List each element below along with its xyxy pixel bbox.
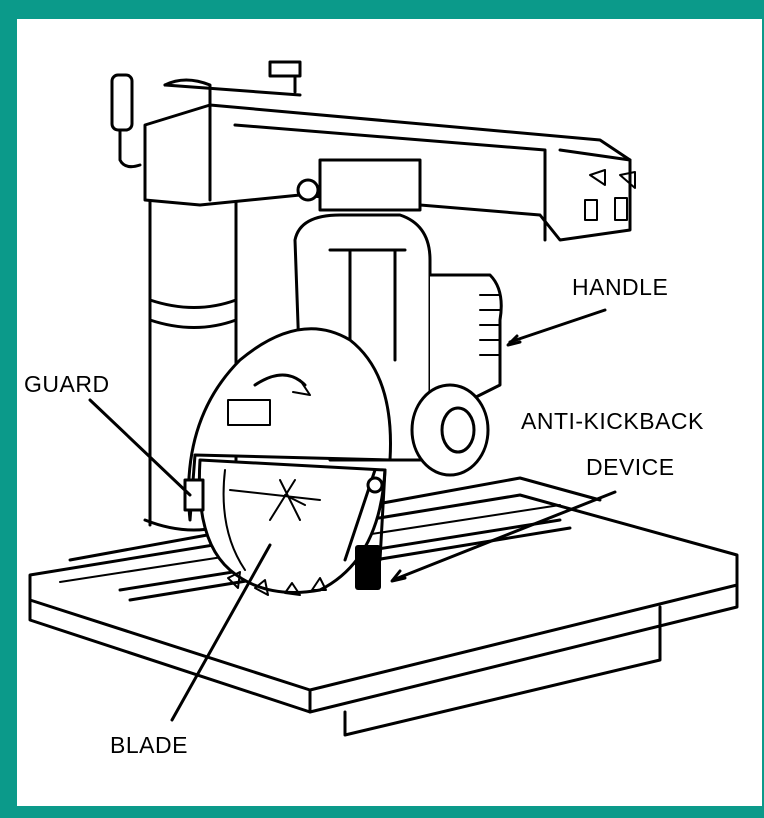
guard-leader bbox=[88, 398, 192, 497]
leader-lines bbox=[88, 308, 617, 722]
handle-arrowhead bbox=[506, 334, 522, 347]
anti-kickback-label-line1: ANTI-KICKBACK bbox=[521, 408, 704, 434]
anti-kickback-device bbox=[343, 468, 387, 590]
handle-leader bbox=[508, 308, 607, 344]
saw-blade bbox=[183, 458, 387, 596]
handle-label: HANDLE bbox=[572, 274, 668, 300]
anti-kickback-label-line2: DEVICE bbox=[586, 454, 675, 480]
overarm bbox=[110, 60, 636, 242]
anti-kickback-leader bbox=[391, 490, 617, 582]
anti-kickback-arrowhead bbox=[390, 569, 407, 583]
blade-leader bbox=[170, 543, 272, 722]
blade-guard bbox=[187, 327, 392, 522]
blade-label: BLADE bbox=[110, 732, 188, 758]
guard-label: GUARD bbox=[24, 371, 110, 397]
